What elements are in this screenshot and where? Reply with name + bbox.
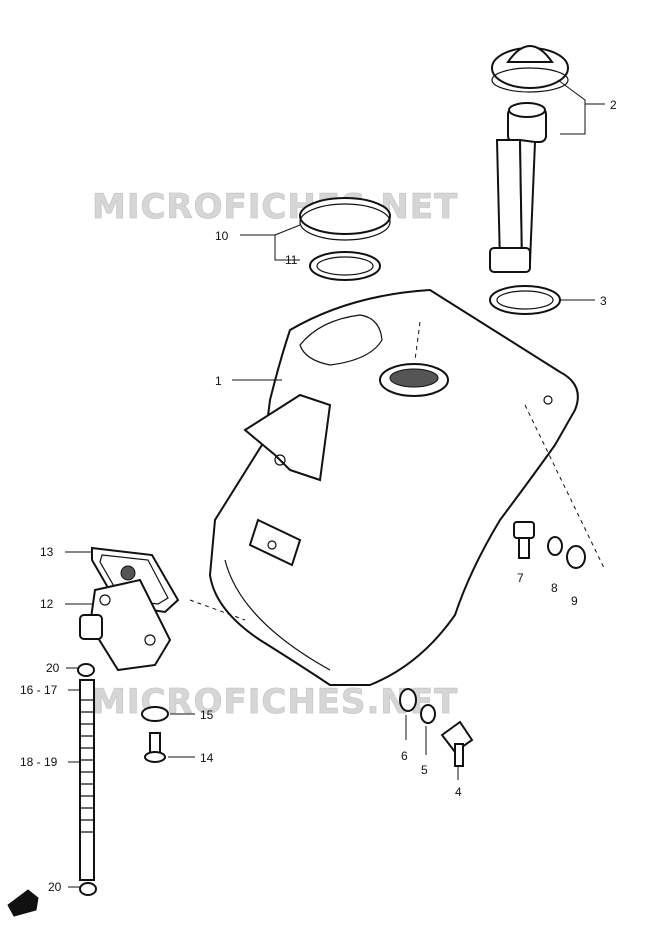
callout-1: 1	[215, 374, 222, 388]
callout-12: 12	[40, 597, 54, 611]
watermark-top: MICROFICHES.NET	[92, 187, 458, 227]
callout-6: 6	[401, 749, 408, 763]
callout-18-19: 18 - 19	[20, 755, 58, 769]
callout-4: 4	[455, 785, 462, 799]
callout-2-bracket	[557, 79, 605, 135]
fuel-cap	[491, 45, 569, 93]
callout-7: 7	[517, 571, 524, 585]
washer-15	[141, 706, 169, 722]
callout-15: 15	[200, 708, 214, 722]
bolt-4	[440, 720, 474, 767]
washer-8	[547, 536, 563, 556]
bolt-7	[513, 521, 535, 559]
callout-9: 9	[571, 594, 578, 608]
fuel-hose	[79, 679, 95, 881]
gasket-3	[489, 285, 561, 315]
callout-13: 13	[40, 545, 54, 559]
reference-line-tank-bottom	[189, 599, 246, 621]
front-arrow-icon	[7, 889, 39, 917]
fuel-gauge-sender	[489, 102, 547, 273]
callout-14: 14	[200, 751, 214, 765]
fuel-tank	[208, 288, 579, 686]
reference-line-bolt-7	[524, 404, 606, 571]
callout-20a: 20	[46, 661, 60, 675]
callout-8: 8	[551, 581, 558, 595]
reference-line-gauge	[414, 321, 421, 361]
cap-plate-10	[299, 197, 391, 241]
callout-2: 2	[610, 98, 617, 112]
callout-3: 3	[600, 294, 607, 308]
washer-9	[566, 545, 586, 569]
callout-5: 5	[421, 763, 428, 777]
callout-10-11-bracket	[240, 224, 301, 261]
screw-14	[144, 732, 166, 763]
clamp-20-top	[77, 663, 95, 677]
fuel-cock-12	[79, 565, 172, 672]
washer-5	[420, 704, 436, 724]
callout-10: 10	[215, 229, 229, 243]
callout-16-17: 16 - 17	[20, 683, 58, 697]
callout-11: 11	[285, 253, 298, 267]
gasket-11	[309, 251, 381, 281]
washer-6	[399, 688, 417, 712]
clamp-20-bottom	[79, 882, 97, 896]
callout-20b: 20	[48, 880, 62, 894]
